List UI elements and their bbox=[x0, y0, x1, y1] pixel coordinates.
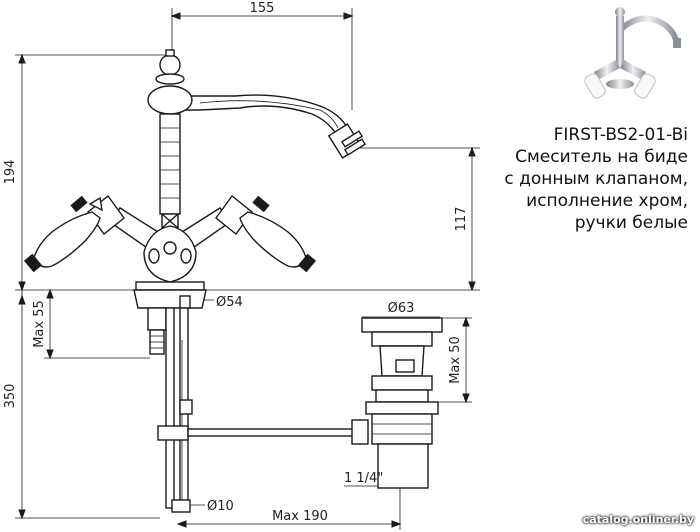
dim-max-55: Max 55 bbox=[32, 300, 47, 348]
dim-d10: Ø10 bbox=[207, 499, 234, 514]
dim-350: 350 bbox=[3, 384, 18, 409]
watermark: catalog.onliner.by bbox=[582, 513, 694, 526]
dim-d54: Ø54 bbox=[216, 295, 243, 310]
faucet-illustration bbox=[23, 49, 443, 513]
product-thumbnail bbox=[584, 7, 681, 99]
description-line-4: ручки белые bbox=[574, 213, 688, 233]
product-caption: FIRST-BS2-01-Bi Смеситель на биде с донн… bbox=[504, 124, 688, 234]
dim-max-50: Max 50 bbox=[448, 336, 463, 384]
product-model: FIRST-BS2-01-Bi bbox=[553, 125, 688, 145]
dim-height-spout: 117 bbox=[454, 207, 469, 232]
dim-max-190: Max 190 bbox=[272, 509, 328, 524]
dim-height-total: 194 bbox=[3, 160, 18, 185]
dim-width-top: 155 bbox=[250, 1, 275, 16]
description-line-3: исполнение хром, bbox=[526, 191, 688, 211]
dimension-lines bbox=[15, 8, 480, 530]
dim-thread: 1 1/4" bbox=[344, 471, 383, 486]
description-line-1: Смеситель на биде bbox=[515, 147, 688, 167]
dim-d63: Ø63 bbox=[388, 301, 415, 316]
description-line-2: с донным клапаном, bbox=[504, 169, 688, 189]
